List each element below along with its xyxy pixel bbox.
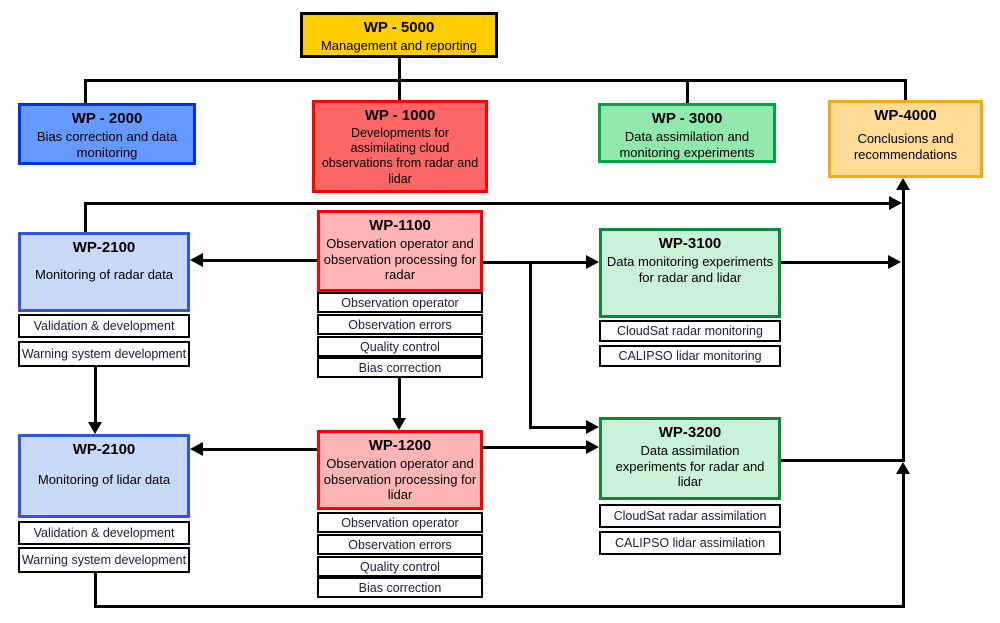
node-wp2000-label: Bias correction and data monitoring [36,128,178,160]
node-wp3000: WP - 3000 Data assimilation and monitori… [598,103,776,163]
node-wp1100-label: Observation operator and observation pro… [323,235,477,283]
arrowhead-into-wp2100lidar [88,422,102,434]
node-wp3200-code: WP-3200 [658,424,722,441]
arrowhead-into-wp3100 [586,255,599,269]
edge-wp2100radar-up [84,202,87,232]
arrowhead-bottom-loop-up [896,462,910,474]
edge-wp3200-to-collector [781,459,905,462]
node-wp1000: WP - 1000 Developments for assimilating … [312,100,488,193]
node-wp1100: WP-1100 Observation operator and observa… [317,210,483,292]
arrowhead-into-wp2100lidar-left [190,442,203,456]
edge-drop-wp3000 [686,79,689,103]
subitem-wp1200-bias-correction: Bias correction [317,577,483,598]
edge-branch-horizontal-to-wp3200 [529,426,586,429]
edge-collector-vertical-upper [902,190,905,462]
node-wp5000-code: WP - 5000 [363,19,435,36]
subitem-wp1100-bias-correction: Bias correction [317,357,483,378]
edge-drop-wp1000 [398,79,401,100]
node-wp1200: WP-1200 Observation operator and observa… [317,430,483,510]
node-wp5000: WP - 5000 Management and reporting [300,12,498,58]
arrowhead-into-wp4000 [896,178,910,190]
node-wp2100-radar-label: Monitoring of radar data [34,266,174,282]
node-wp2000-code: WP - 2000 [71,110,143,127]
arrowhead-branch-into-wp3200 [586,420,599,434]
node-wp4000-code: WP-4000 [874,107,937,124]
subitem-wp2100-lidar-warning: Warning system development [18,547,190,573]
subitem-wp1100-quality-control: Quality control [317,336,483,357]
node-wp3200-label: Data assimilation experiments for radar … [615,442,765,490]
node-wp3100: WP-3100 Data monitoring experiments for … [599,228,781,318]
edge-wp1100-to-wp2100radar [203,259,317,262]
node-wp1000-code: WP - 1000 [364,107,436,124]
node-wp2100-lidar-label: Monitoring of lidar data [37,471,171,487]
arrowhead-into-wp1200 [392,418,406,430]
node-wp1000-label: Developments for assimilating cloud obse… [321,125,479,186]
edge-wp1200-to-wp3200 [483,446,586,449]
subitem-wp3200-cloudsat: CloudSat radar assimilation [599,504,781,528]
edge-wp5000-stem [398,57,401,81]
edge-bottom-loop-horizontal [94,605,905,608]
node-wp5000-label: Management and reporting [320,37,478,53]
node-wp3100-code: WP-3100 [658,235,722,252]
node-wp2100-radar-code: WP-2100 [72,239,136,256]
node-wp3000-code: WP - 3000 [651,110,723,127]
subitem-wp1200-observation-operator: Observation operator [317,512,483,533]
subitem-wp3100-cloudsat: CloudSat radar monitoring [599,320,781,342]
node-wp4000-label: Conclusions and recommendations [853,130,958,162]
node-wp1200-label: Observation operator and observation pro… [323,455,477,503]
node-wp3200: WP-3200 Data assimilation experiments fo… [599,417,781,500]
subitem-wp3200-calipso: CALIPSO lidar assimilation [599,531,781,555]
subitem-wp1200-observation-errors: Observation errors [317,534,483,555]
edge-top-bus [84,79,907,82]
arrowhead-wp3100-into-collector [888,255,901,269]
edge-branch-vertical-wp1100-to-wp3200 [529,261,532,429]
edge-drop-wp2000 [84,79,87,103]
arrowhead-wp1200-into-wp3200 [586,440,599,454]
edge-wp1100-to-wp1200 [398,378,401,418]
edge-upper-loop-horizontal [84,202,889,205]
subitem-wp2100-lidar-validation: Validation & development [18,521,190,545]
node-wp2100-lidar-code: WP-2100 [72,441,136,458]
subitem-wp3100-calipso: CALIPSO lidar monitoring [599,345,781,367]
subitem-wp1100-observation-operator: Observation operator [317,292,483,313]
node-wp2000: WP - 2000 Bias correction and data monit… [18,103,196,165]
node-wp2100-lidar: WP-2100 Monitoring of lidar data [18,434,190,518]
arrowhead-upper-loop-right [889,196,902,210]
node-wp3000-label: Data assimilation and monitoring experim… [619,128,755,160]
arrowhead-into-wp2100radar [190,253,203,267]
edge-wp2100radar-to-wp2100lidar [94,367,97,422]
subitem-wp2100-radar-validation: Validation & development [18,314,190,338]
node-wp3100-label: Data monitoring experiments for radar an… [606,253,774,285]
node-wp1100-code: WP-1100 [369,217,431,234]
node-wp4000: WP-4000 Conclusions and recommendations [828,100,983,178]
subitem-wp1100-observation-errors: Observation errors [317,314,483,335]
subitem-wp2100-radar-warning: Warning system development [18,341,190,367]
node-wp1200-code: WP-1200 [368,437,432,454]
edge-wp1100-to-wp3100 [483,261,586,264]
edge-wp3100-to-collector [781,261,888,264]
edge-collector-vertical-lower [902,474,905,608]
edge-wp1200-to-wp2100lidar [203,448,317,451]
node-wp2100-radar: WP-2100 Monitoring of radar data [18,232,190,312]
subitem-wp1200-quality-control: Quality control [317,556,483,577]
edge-wp2100lidar-down [94,571,97,608]
edge-drop-wp4000 [904,79,907,100]
